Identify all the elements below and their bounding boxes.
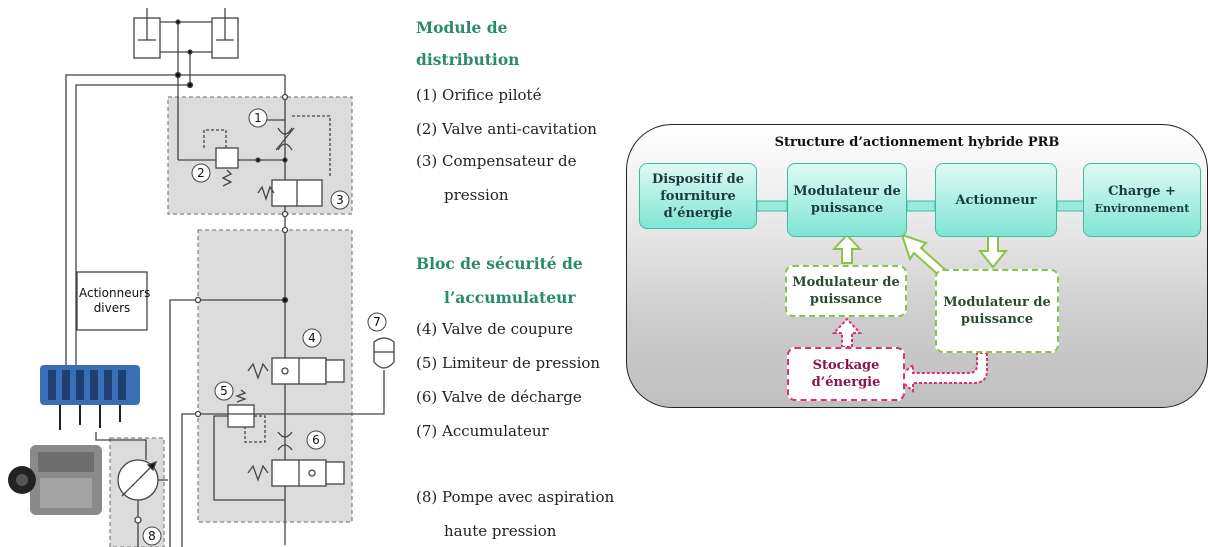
box-modulateur-mid: Modulateur de puissance [785, 265, 907, 317]
hydraulic-schematic: 1 2 3 4 5 6 7 8 [8, 8, 395, 547]
legend-item-6: (6) Valve de décharge [416, 388, 582, 406]
label-6: 6 [312, 433, 320, 447]
structure-panel: Structure d’actionnement hybride PRB Dis… [626, 124, 1208, 408]
legend-item-8a: (8) Pompe avec aspiration [416, 488, 615, 506]
connector-2 [906, 200, 936, 212]
box-charge: Charge + Environnement [1083, 163, 1201, 237]
modulateur-right-line2: puissance [960, 312, 1034, 327]
legend-module-title-2: distribution [416, 50, 520, 69]
label-8: 8 [148, 529, 156, 543]
modulateur-right-line1: Modulateur de [943, 295, 1051, 310]
stockage-line2: d’énergie [811, 375, 881, 390]
charge-line2: Environnement [1094, 202, 1190, 215]
dispositif-line3: d’énergie [663, 205, 733, 221]
modulateur-mid-line2: puissance [809, 292, 883, 307]
valve-manifold-image [40, 365, 140, 430]
connector-3 [1056, 200, 1086, 212]
pressure-limiter [227, 404, 255, 428]
legend-item-5: (5) Limiteur de pression [416, 354, 601, 372]
legend-item-1: (1) Orifice piloté [416, 86, 542, 104]
legend-item-3b: pression [444, 186, 509, 204]
label-1: 1 [254, 111, 262, 125]
arrow-mid-to-top [831, 233, 863, 264]
arrow-right-to-stockage [895, 352, 988, 394]
box-modulateur-right: Modulateur de puissance [935, 269, 1059, 353]
legend-item-2: (2) Valve anti-cavitation [416, 120, 597, 138]
label-7: 7 [373, 315, 381, 329]
connector-1 [756, 200, 788, 212]
dispositif-line2: fourniture [660, 188, 736, 204]
box-modulateur-top: Modulateur de puissance [787, 163, 907, 237]
structure-title: Structure d’actionnement hybride PRB [774, 135, 1060, 150]
anticavitation-valve [215, 147, 239, 169]
box-stockage: Stockage d’énergie [787, 347, 905, 401]
label-4: 4 [308, 331, 316, 345]
actionneurs-line1: Actionneurs [79, 286, 151, 300]
actionneur-label: Actionneur [955, 192, 1037, 208]
accumulator [373, 337, 395, 369]
label-2: 2 [197, 166, 205, 180]
charge-line1: Charge + [1108, 184, 1176, 199]
legend-bloc-title-1: Bloc de sécurité de [416, 254, 583, 273]
box-dispositif: Dispositif de fourniture d’énergie [639, 163, 757, 229]
legend-module-title-1: Module de [416, 18, 508, 37]
cylinder-right [211, 8, 239, 59]
structure-connectors [756, 200, 1086, 394]
modulateur-top-line1: Modulateur de [793, 184, 901, 199]
legend-item-7: (7) Accumulateur [416, 422, 549, 440]
label-5: 5 [220, 384, 228, 398]
arrow-actionneur-to-right [977, 234, 1009, 269]
modulateur-mid-line1: Modulateur de [792, 275, 900, 290]
cylinder-left [133, 8, 161, 59]
legend-bloc-title-2: l’accumulateur [444, 288, 576, 307]
legend-item-3a: (3) Compensateur de [416, 152, 577, 170]
arrow-stockage-to-mid [831, 317, 863, 348]
engine-image [8, 445, 102, 515]
modulateur-top-line2: puissance [810, 201, 884, 216]
actionneurs-box [76, 271, 148, 331]
dispositif-line1: Dispositif de [652, 171, 744, 187]
actionneurs-label: Actionneurs divers [79, 286, 151, 316]
stockage-line1: Stockage [812, 358, 880, 373]
actionneurs-line2: divers [93, 301, 131, 315]
label-3: 3 [336, 193, 344, 207]
legend-item-4: (4) Valve de coupure [416, 320, 573, 338]
legend-item-8b: haute pression [444, 522, 557, 540]
box-actionneur: Actionneur [935, 163, 1057, 237]
